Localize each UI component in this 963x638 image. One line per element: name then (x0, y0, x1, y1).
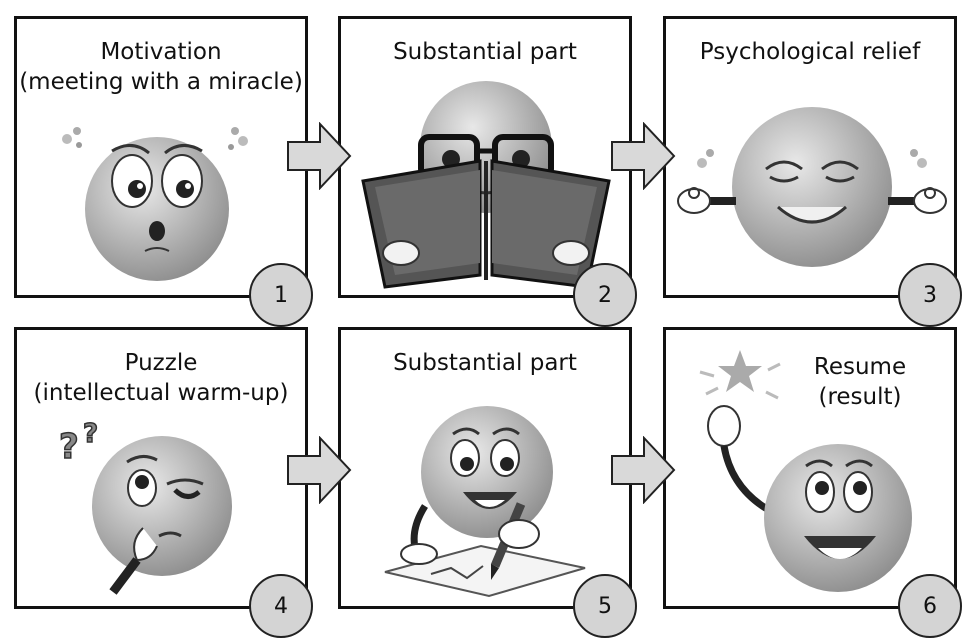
meditating-face-icon (674, 89, 950, 289)
step-1-number-badge: 1 (249, 263, 313, 327)
step-4-number-badge: 4 (249, 574, 313, 638)
right-arrow-icon (286, 122, 352, 190)
right-arrow-icon (610, 436, 676, 504)
step-panel-3: Psychological relief (663, 16, 957, 298)
step-6-number-badge: 6 (898, 574, 962, 638)
step-1-title: Motivation (17, 37, 305, 67)
step-panel-1: Motivation (meeting with a miracle) (14, 16, 308, 298)
step-1-subtitle: (meeting with a miracle) (17, 67, 305, 97)
step-5-title: Substantial part (341, 348, 629, 378)
step-panel-4: Puzzle (intellectual warm-up) ? ? (14, 327, 308, 609)
step-4-subtitle: (intellectual warm-up) (17, 378, 305, 408)
step-2-number-badge: 2 (573, 263, 637, 327)
step-2-title: Substantial part (341, 37, 629, 67)
step-4-title: Puzzle (17, 348, 305, 378)
step-3-title: Psychological relief (666, 37, 954, 67)
svg-text:?: ? (59, 427, 79, 467)
right-arrow-icon (610, 122, 676, 190)
step-panel-5: Substantial part (338, 327, 632, 609)
waving-face-icon (676, 342, 936, 608)
step-panel-6: Resume (result) (663, 327, 957, 609)
surprised-face-icon (57, 109, 257, 293)
step-5-number-badge: 5 (573, 574, 637, 638)
svg-text:?: ? (83, 419, 98, 449)
step-panel-2: Substantial part (338, 16, 632, 298)
process-diagram: Motivation (meeting with a miracle) (0, 0, 963, 625)
step-3-number-badge: 3 (898, 263, 962, 327)
right-arrow-icon (286, 436, 352, 504)
reading-book-face-icon (355, 75, 617, 299)
thinking-face-icon: ? ? (47, 410, 247, 604)
writing-face-icon (371, 396, 601, 606)
